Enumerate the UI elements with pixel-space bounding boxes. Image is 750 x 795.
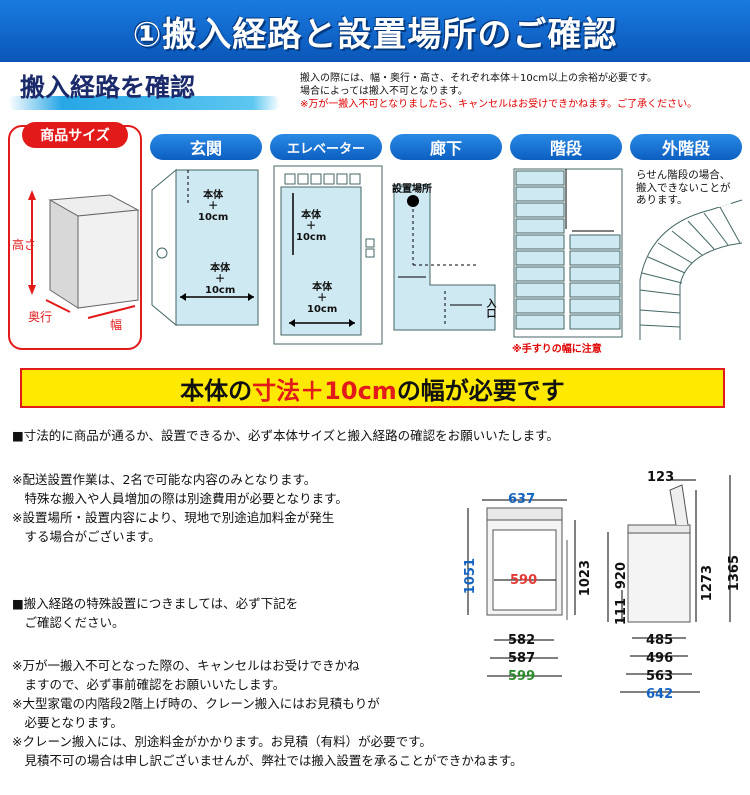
tab-entrance: 玄関 xyxy=(150,134,262,160)
hallway-diagram xyxy=(393,184,496,331)
front-height-total: 1051 xyxy=(463,558,478,595)
front-tub-width: 590 xyxy=(510,573,538,588)
route-note-3: ※万が一搬入不可となりましたら、キャンセルはお受けできかねます。ご了承ください。 xyxy=(300,99,698,110)
tab-stairs: 階段 xyxy=(510,134,622,160)
paragraph-special-install: ■搬入経路の特殊設置につきましては、必ず下記を ご確認ください。 xyxy=(12,596,299,630)
side-top: 123 xyxy=(647,470,675,485)
tab-elevator: エレベーター xyxy=(270,134,382,160)
entrance-label-2: 本体 ＋ 10cm xyxy=(205,263,236,296)
side-h3: 1273 xyxy=(700,565,715,602)
entrance-label-1: 本体 ＋ 10cm xyxy=(198,190,229,223)
elevator-label-1: 本体 ＋ 10cm xyxy=(296,210,327,243)
paragraph-check-size: ■寸法的に商品が通るか、設置できるか、必ず本体サイズと搬入経路の確認をお願いいた… xyxy=(12,428,559,443)
requirement-post: の幅が必要です xyxy=(396,376,565,405)
side-depth-1: 485 xyxy=(646,633,674,648)
elevator-label-2: 本体 ＋ 10cm xyxy=(307,282,338,315)
install-place-label: 設置場所 xyxy=(392,184,432,195)
elevator-diagram xyxy=(273,165,383,345)
requirement-banner: 本体の 寸法＋10cm の幅が必要です xyxy=(20,368,725,408)
height-label: 高さ xyxy=(12,238,37,252)
entrance-diagram xyxy=(151,168,259,327)
requirement-pre: 本体の xyxy=(180,376,253,405)
front-top-width: 637 xyxy=(508,492,536,507)
side-h2: 111 xyxy=(614,598,629,626)
heading-underline-brush xyxy=(8,96,280,110)
depth-label: 奥行 xyxy=(28,310,53,324)
side-depth-2: 496 xyxy=(646,651,674,666)
paragraph-cancel-crane: ※万が一搬入不可となった際の、キャンセルはお受けできかね ますので、必ず事前確認… xyxy=(12,658,523,768)
handrail-note: ※手すりの幅に注意 xyxy=(512,344,602,355)
tab-hallway: 廊下 xyxy=(390,134,502,160)
spiral-stairs-diagram xyxy=(639,199,743,340)
side-depth-4: 642 xyxy=(646,687,674,702)
side-h4: 1365 xyxy=(727,555,742,592)
route-note-2: 場合によっては搬入不可となります。 xyxy=(300,86,468,97)
side-depth-3: 563 xyxy=(646,669,674,684)
stairs-diagram xyxy=(513,168,623,338)
entrance-label: 入口 xyxy=(484,298,495,318)
tab-outdoor-stairs: 外階段 xyxy=(630,134,742,160)
route-note-1: 搬入の際には、幅・奥行・高さ、それぞれ本体＋10cm以上の余裕が必要です。 xyxy=(300,73,657,84)
width-label: 幅 xyxy=(110,318,123,332)
side-dimension-drawing xyxy=(607,475,731,693)
paragraph-delivery-note: ※配送設置作業は、2名で可能な内容のみとなります。 特殊な搬入や人員増加の際は別… xyxy=(12,472,348,544)
front-width-1: 582 xyxy=(508,633,536,648)
requirement-highlight: 寸法＋10cm xyxy=(252,376,397,405)
front-body-height: 1023 xyxy=(578,560,593,597)
spiral-note: らせん階段の場合、 搬入できないことが あります。 xyxy=(636,169,731,207)
product-size-tab: 商品サイズ xyxy=(22,122,128,148)
washer-illustration xyxy=(28,190,140,319)
front-dimension-drawing xyxy=(467,499,576,677)
front-width-2: 587 xyxy=(508,651,536,666)
title-banner: ①搬入経路と設置場所のご確認 xyxy=(0,0,750,62)
front-width-3: 599 xyxy=(508,669,536,684)
route-heading: 搬入経路を確認 xyxy=(20,73,196,102)
banner-title: ①搬入経路と設置場所のご確認 xyxy=(132,14,618,55)
side-h1: 920 xyxy=(614,562,629,590)
